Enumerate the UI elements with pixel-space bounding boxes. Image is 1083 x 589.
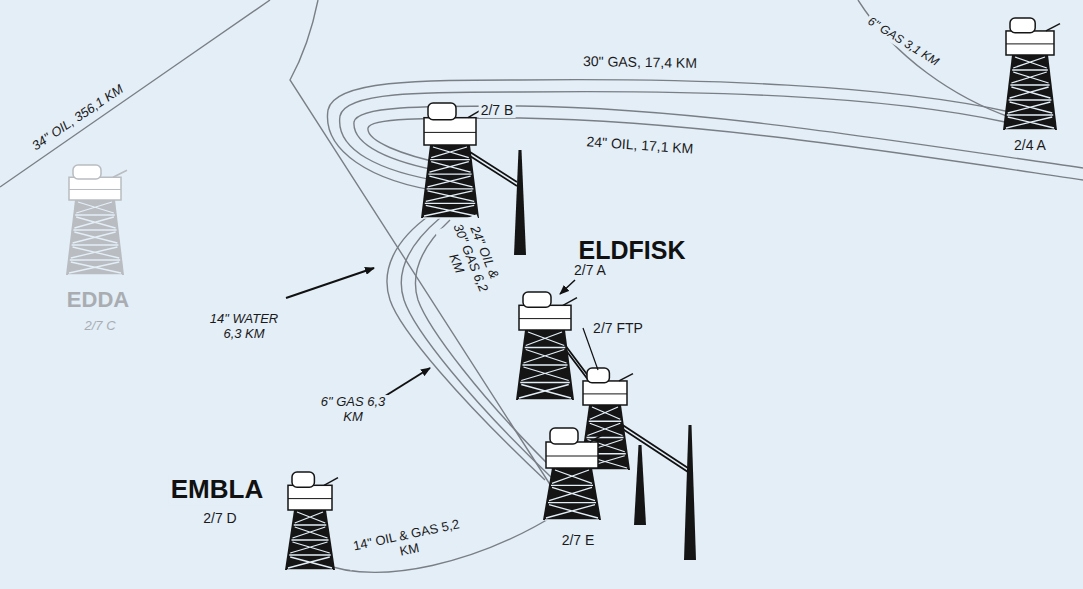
bracing (425, 191, 475, 204)
pipe-label: 14" OIL & GAS 5,2 KM (344, 515, 472, 570)
jacket (285, 510, 335, 570)
bracing (1009, 87, 1052, 100)
bracing (587, 423, 624, 437)
pipe-label: 30" GAS, 17,4 KM (581, 53, 699, 71)
platform (421, 103, 482, 218)
leader-arrows (286, 268, 598, 398)
bracing (289, 542, 331, 555)
crane (563, 298, 577, 306)
deck-line (519, 318, 571, 319)
jacket (543, 468, 601, 520)
platform (543, 428, 604, 520)
crane (324, 478, 338, 486)
bracing (518, 385, 572, 401)
jacket (516, 330, 574, 400)
bracing (287, 557, 333, 570)
platform-label: 2/7 A (572, 262, 608, 278)
module (292, 472, 314, 487)
platform-label: 2/7 D (201, 510, 238, 526)
crane (1046, 24, 1060, 31)
platform-ghost (66, 165, 127, 275)
platform-label: 2/4 A (1012, 137, 1048, 153)
platform-label: 2/7 C (82, 319, 117, 334)
bracing (1012, 57, 1048, 70)
bracing (520, 367, 570, 383)
module (550, 428, 578, 444)
field-name: EMBLA (169, 475, 265, 505)
pipe-label: 6" GAS 6,3 KM (316, 395, 390, 425)
jacket (66, 200, 124, 275)
pipelines (0, 0, 1083, 572)
platform-label: 2/7 B (479, 102, 516, 118)
flare-tower (634, 445, 646, 525)
platform-label: 2/7 E (560, 532, 597, 548)
deck-line (288, 498, 332, 499)
bracing (70, 247, 120, 260)
module (587, 368, 609, 383)
field-name: EDDA (65, 287, 131, 312)
bracing (75, 202, 115, 215)
pipe-label: 6" GAS 3,1 KM (863, 14, 942, 71)
bracing (294, 512, 327, 525)
pipe-label: 34" OIL, 356,1 KM (28, 81, 128, 155)
deck (424, 118, 476, 145)
deck (546, 442, 598, 468)
deck (1006, 31, 1054, 55)
module (73, 165, 101, 179)
bracing (548, 487, 596, 502)
deck-line (69, 189, 121, 190)
jacket (421, 145, 479, 218)
deck (583, 381, 627, 405)
deck (288, 485, 332, 510)
deck-line (424, 132, 476, 133)
crane (113, 170, 127, 177)
deck-line (583, 393, 627, 394)
deck (519, 305, 571, 330)
bracing (1007, 102, 1053, 115)
platform-label: 2/7 FTP (591, 320, 645, 336)
bracing (73, 217, 116, 230)
bracing (72, 232, 119, 245)
platform (516, 292, 577, 400)
bracing (1010, 72, 1049, 85)
crane (590, 434, 604, 442)
bracing (523, 350, 568, 366)
bridge (470, 152, 517, 186)
bracing (525, 332, 566, 348)
crane (619, 374, 633, 381)
deck-line (1006, 43, 1054, 44)
bracing (545, 505, 599, 520)
platform (1003, 18, 1060, 130)
bracing (428, 162, 471, 175)
bracing (292, 527, 329, 540)
module (523, 292, 551, 307)
module (428, 103, 456, 120)
jacket (1003, 55, 1057, 130)
bracing (589, 407, 622, 421)
bracing (68, 262, 122, 275)
bracing (430, 147, 470, 160)
deck-line (546, 456, 598, 457)
pipe-label: 14" WATER 6,3 KM (197, 312, 291, 342)
pipe-label: 24" OIL & 30" GAS 6,2 KM (435, 214, 505, 301)
pipe-label: 24" OIL, 17,1 KM (584, 133, 696, 157)
bracing (1005, 117, 1055, 130)
flare-tower (684, 425, 696, 560)
bracing (427, 176, 474, 189)
flare-tower (514, 150, 526, 255)
module (1010, 18, 1035, 33)
field-name: ELDFISK (577, 236, 688, 265)
bracing (551, 470, 593, 485)
platform (285, 472, 338, 570)
deck (69, 177, 121, 200)
